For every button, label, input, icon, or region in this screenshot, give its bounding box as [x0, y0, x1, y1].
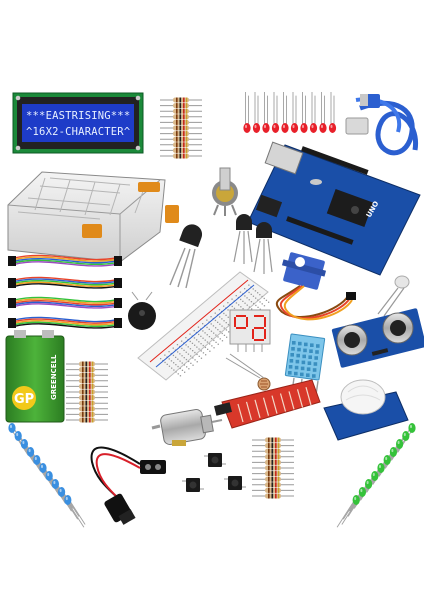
resistor	[159, 125, 203, 131]
resistor	[159, 136, 203, 143]
buzzer	[128, 291, 156, 330]
component-box	[7, 171, 179, 263]
resistor	[65, 377, 109, 384]
9v-battery: GP GREENCELL	[5, 330, 65, 423]
resistor	[251, 481, 295, 488]
led	[20, 439, 43, 472]
led	[262, 92, 270, 133]
led	[300, 92, 308, 133]
resistor	[251, 459, 295, 466]
transistors	[169, 214, 273, 289]
ir-sensor	[377, 275, 410, 317]
resistor	[251, 487, 295, 494]
usb-cable	[345, 94, 419, 156]
resistor	[251, 470, 295, 477]
seven-segment-display	[229, 309, 271, 352]
ultrasonic-sensor	[331, 308, 424, 368]
resistor-pack-bottom	[251, 437, 295, 499]
battery-brand: GP	[14, 392, 34, 407]
lcd-module: ***EASTRISING*** ^16X2-CHARACTER^	[12, 92, 144, 154]
lcd-line-2: ^16X2-CHARACTER^	[26, 126, 130, 138]
resistor	[65, 372, 109, 379]
resistor	[65, 366, 109, 373]
lcd-line-1: ***EASTRISING***	[26, 110, 130, 122]
resistor	[65, 394, 109, 401]
dc-motor	[151, 409, 223, 446]
breadboard	[137, 271, 270, 381]
resistor	[159, 113, 203, 120]
led	[58, 487, 80, 520]
resistor-pack-middle	[65, 361, 109, 423]
resistor-pack-top	[159, 97, 203, 159]
resistor	[65, 405, 109, 412]
led	[271, 92, 280, 133]
resistor	[159, 97, 203, 103]
led	[309, 92, 318, 133]
resistor	[159, 130, 203, 137]
led	[64, 495, 86, 528]
resistor	[251, 476, 295, 483]
pir-sensor	[323, 379, 409, 441]
battery-label: GREENCELL	[50, 354, 58, 400]
resistor	[251, 453, 295, 460]
battery-snap	[90, 446, 166, 525]
potentiometer	[212, 167, 238, 216]
led	[290, 92, 299, 133]
led	[281, 92, 289, 133]
resistor	[65, 400, 109, 407]
resistor	[251, 437, 295, 443]
green-led-pack	[336, 423, 416, 528]
resistor	[65, 417, 109, 423]
water-level-sensor	[214, 379, 321, 429]
resistor	[159, 153, 203, 159]
led	[328, 92, 337, 133]
resistor	[251, 493, 295, 499]
resistor	[251, 448, 295, 455]
arduino-uno-board: UNO	[247, 141, 421, 276]
led	[243, 92, 251, 133]
led	[319, 92, 327, 133]
resistor	[65, 389, 109, 395]
led	[336, 495, 360, 528]
resistor	[251, 465, 295, 471]
resistor	[65, 361, 109, 367]
blue-led-pack	[8, 423, 86, 528]
resistor	[65, 411, 109, 418]
resistor	[65, 383, 109, 390]
servo-motor	[275, 252, 356, 321]
push-buttons	[182, 453, 246, 492]
red-led-pack	[243, 92, 337, 133]
led	[252, 92, 261, 133]
resistor	[159, 102, 203, 109]
ldr-sensor	[225, 353, 271, 391]
resistor	[159, 141, 203, 148]
resistor	[159, 147, 203, 154]
resistor	[251, 442, 295, 449]
resistor	[159, 108, 203, 115]
resistor	[159, 119, 203, 126]
jumper-wires	[8, 254, 122, 329]
